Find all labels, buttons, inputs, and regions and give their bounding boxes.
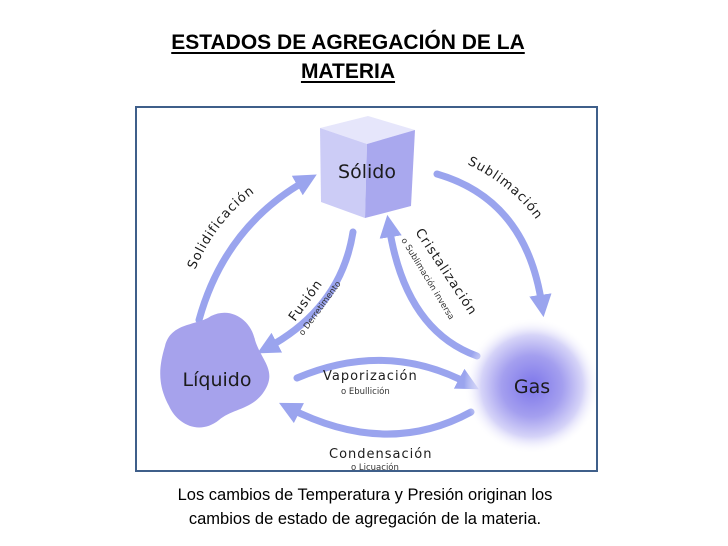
solid-state: Sólido	[320, 116, 415, 218]
vaporization-label: Vaporización	[323, 369, 418, 384]
vaporization-arrow	[293, 356, 479, 390]
liquid-label: Líquido	[183, 369, 252, 391]
cube-top-face	[320, 116, 415, 144]
page-title-line-1: ESTADOS DE AGREGACIÓN DE LA	[171, 31, 525, 54]
condensation-label: Condensación	[329, 447, 432, 462]
cube-front-face	[320, 128, 367, 218]
page-title: ESTADOS DE AGREGACIÓN DE LA MATERIA	[120, 28, 576, 86]
crystallization-arrow	[379, 214, 481, 360]
gas-state: Gas	[464, 318, 596, 454]
caption-line-1: Los cambios de Temperatura y Presión ori…	[177, 486, 553, 504]
solid-label: Sólido	[338, 161, 396, 183]
sublimation-arrow	[433, 170, 552, 318]
transition-arrows	[195, 170, 552, 438]
states-diagram: Sólido Líquido Gas Solidificación Sublim…	[135, 106, 598, 472]
cube-side-face	[365, 130, 415, 218]
caption-line-2: cambios de estado de agregación de la ma…	[188, 510, 542, 528]
states-diagram-canvas: Sólido Líquido Gas Solidificación Sublim…	[160, 116, 596, 470]
condensation-arrow	[279, 402, 475, 438]
fusion-arrow	[257, 228, 357, 354]
solidification-arrow	[195, 174, 317, 324]
diagram-caption: Los cambios de Temperatura y Presión ori…	[140, 483, 590, 531]
liquid-blob	[160, 312, 270, 428]
liquid-state: Líquido	[160, 312, 270, 428]
condensation-alt-label: o Licuación	[351, 462, 399, 470]
gas-label: Gas	[514, 376, 550, 398]
vaporization-alt-label: o Ebullición	[341, 386, 390, 397]
gas-glow	[464, 318, 596, 454]
page-title-line-2: MATERIA	[300, 60, 396, 83]
